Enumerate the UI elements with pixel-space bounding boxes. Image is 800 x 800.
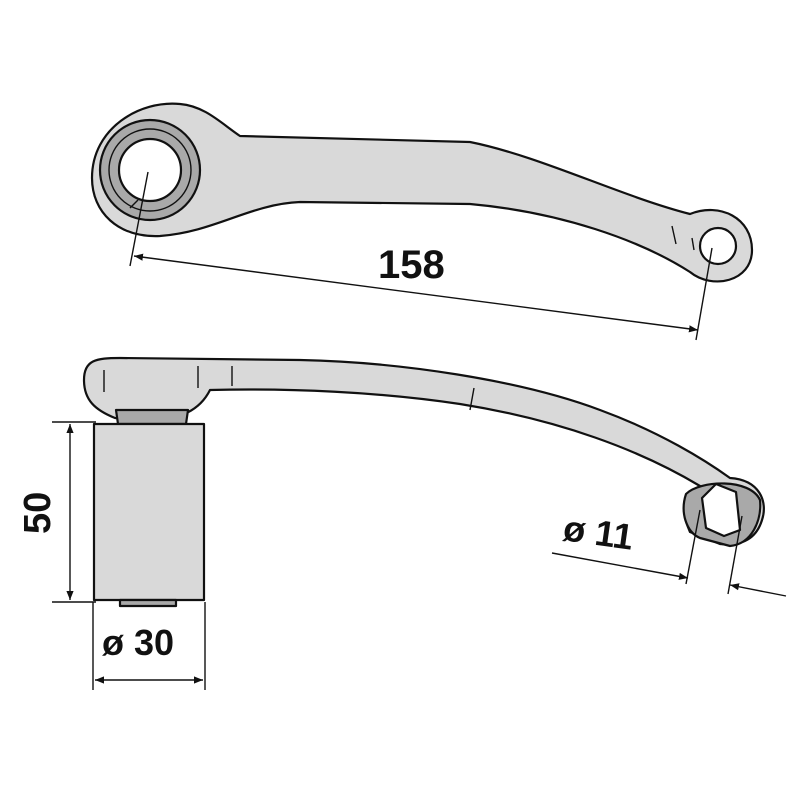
dimension-158: 158 <box>129 171 713 341</box>
end-bore-hole <box>700 482 742 538</box>
bush-collar <box>114 408 190 426</box>
bearing-eye-inner-ring <box>108 128 192 212</box>
dimension-11-line-left <box>551 552 689 580</box>
arm-side-view <box>82 356 765 608</box>
dimension-50: 50 <box>17 421 96 603</box>
arm-top-outline <box>90 102 754 283</box>
dimension-30: ø 30 <box>92 602 206 690</box>
dimension-30-label: ø 30 <box>102 622 174 663</box>
end-hole <box>698 226 738 266</box>
dimension-11-label: ø 11 <box>561 507 636 557</box>
dimension-11: ø 11 <box>551 507 787 597</box>
arm-top-view <box>90 102 754 283</box>
dimension-11-line-right <box>729 583 787 597</box>
dimension-158-line <box>133 253 699 333</box>
dimension-158-label: 158 <box>378 243 445 287</box>
bearing-hole <box>117 137 183 203</box>
dimension-50-label: 50 <box>17 492 59 534</box>
bush-bottom-collar <box>118 598 178 608</box>
bearing-bush <box>92 422 206 602</box>
